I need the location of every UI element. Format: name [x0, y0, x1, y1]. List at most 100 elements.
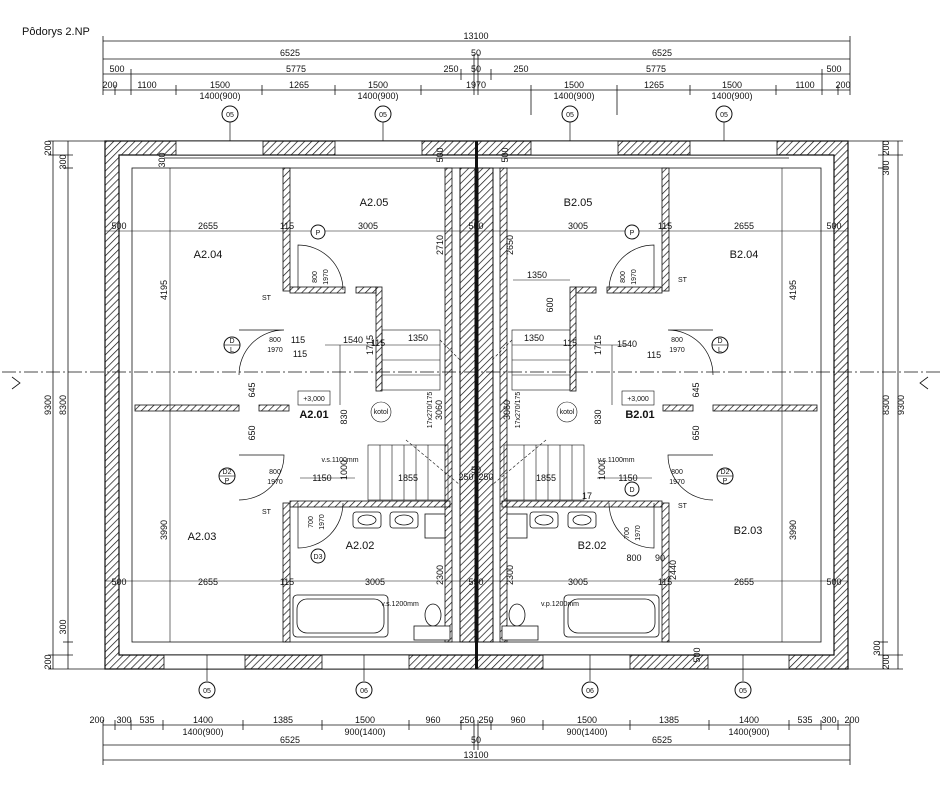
dim-top-r3-3: 50 — [471, 64, 481, 74]
window-dim-top-3: 1400(900) — [553, 91, 594, 101]
dim-right-8300: 8300 — [881, 395, 891, 415]
dim-top-r4-0: 200 — [102, 80, 117, 90]
dim-3060-b: 3060 — [502, 400, 512, 420]
dim-left-8300: 8300 — [58, 395, 68, 415]
dim-115-h: 115 — [647, 350, 661, 360]
door-dim-1970-c: 1970 — [319, 514, 326, 530]
dim-right-inner-300a: 300 — [881, 160, 891, 175]
window-marker-bottom-3: 06 — [586, 688, 594, 695]
dim-top-r4-2: 1500 — [210, 80, 230, 90]
dim-bot-3: 1400 — [193, 715, 213, 725]
dim-115-g: 115 — [563, 338, 577, 348]
room-a201: A2.01 — [299, 409, 328, 421]
window-markers-bottom: 05 06 06 05 — [198, 655, 752, 699]
dim-bot-5: 1500 — [355, 715, 375, 725]
dim-250-b: 250 — [478, 472, 493, 482]
window-sill-b: v.s.1100mm — [597, 457, 634, 464]
top-dimension-texts: 13100 6525 50 6525 500 5775 250 50 250 5… — [102, 31, 850, 101]
dim-550-b: 550 — [468, 577, 483, 587]
dim-500-a: 500 — [111, 221, 126, 231]
dim-115-i: 115 — [293, 349, 307, 359]
door-dim-1970-e: 1970 — [267, 347, 283, 354]
dim-bot-half-right: 6525 — [652, 735, 672, 745]
dim-bot-10: 1500 — [577, 715, 597, 725]
window-marker-bottom-1: 05 — [203, 688, 211, 695]
door-dim-1970-g: 1970 — [267, 479, 283, 486]
dim-550-a: 550 — [468, 221, 483, 231]
dim-bot-8: 250 — [478, 715, 493, 725]
st-mark-4: ST — [678, 503, 688, 510]
dim-2300-a: 2300 — [435, 565, 445, 585]
dim-bot-15: 200 — [844, 715, 859, 725]
bathroom-fixtures — [292, 511, 660, 641]
dim-bot-2: 535 — [139, 715, 154, 725]
window-dim-top-2: 1400(900) — [357, 91, 398, 101]
dim-bot-6: 960 — [425, 715, 440, 725]
dim-650-a: 650 — [247, 425, 257, 440]
room-b202: B2.02 — [578, 540, 607, 552]
dim-2655-c: 2655 — [198, 577, 218, 587]
door-dim-800-c: 800 — [269, 337, 281, 344]
dim-1350-a: 1350 — [408, 333, 428, 343]
dim-top-r4-10: 200 — [835, 80, 850, 90]
dim-300-tl: 300 — [157, 152, 167, 167]
room-labels: A2.05 A2.04 A2.01 A2.03 A2.02 B2.05 B2.0… — [188, 197, 763, 552]
dim-3990-a: 3990 — [159, 520, 169, 540]
dim-right-9300: 9300 — [896, 395, 906, 415]
dim-left-bottom-200: 200 — [43, 654, 53, 669]
dim-500-b: 500 — [826, 221, 841, 231]
annotations: +3,000 +3,000 kotol kotol 17x270/175 17x… — [262, 277, 688, 608]
dim-1350-c: 1350 — [527, 270, 547, 280]
dim-2650: 2650 — [505, 235, 515, 255]
dim-830-b: 830 — [593, 409, 603, 424]
dim-1855-a: 1855 — [398, 473, 418, 483]
door-dim-800-b: 800 — [620, 271, 627, 283]
dim-top-r3-6: 500 — [826, 64, 841, 74]
window-dim-bottom-2: 900(1400) — [344, 727, 385, 737]
dim-top-r4-8: 1500 — [722, 80, 742, 90]
bottom-dimension-lines — [102, 720, 851, 765]
boiler-a: kotol — [374, 409, 389, 416]
dim-115-d: 115 — [658, 577, 672, 587]
inner-dimension-texts: 500 2655 115 3005 550 3005 115 2655 500 … — [111, 147, 841, 662]
dim-left-9300: 9300 — [43, 395, 53, 415]
dim-top-r4-6: 1500 — [564, 80, 584, 90]
window-marker-top-4: 05 — [720, 112, 728, 119]
dim-1540-a: 1540 — [343, 335, 363, 345]
dim-bot-12: 1400 — [739, 715, 759, 725]
exterior-walls — [104, 140, 849, 670]
door-tag-d2-right-p: P — [723, 478, 728, 485]
door-tag-d2-left: D2 — [223, 469, 232, 476]
door-tag-b205: P — [630, 230, 635, 237]
dim-800: 800 — [626, 553, 641, 563]
dim-500-bottom: 500 — [692, 647, 702, 662]
dim-500-top-a: 500 — [435, 147, 445, 162]
dim-1350-b: 1350 — [524, 333, 544, 343]
dim-17: 17 — [582, 491, 592, 501]
dim-left-inner-300a: 300 — [58, 154, 68, 169]
dim-top-r4-9: 1100 — [795, 80, 814, 90]
dim-bot-4: 1385 — [273, 715, 293, 725]
dim-1855-b: 1855 — [536, 473, 556, 483]
window-marker-top-3: 05 — [566, 112, 574, 119]
dim-right-top-200: 200 — [881, 140, 891, 155]
dim-left-inner-300b: 300 — [58, 619, 68, 634]
door-dim-1970-b: 1970 — [631, 269, 638, 285]
bath-height-b: v.p.1200mm — [541, 601, 579, 608]
dim-right-bottom-200: 200 — [881, 654, 891, 669]
door-dim-1970-f: 1970 — [669, 347, 685, 354]
section-axis — [2, 371, 940, 390]
room-a203: A2.03 — [188, 531, 217, 543]
dim-top-r3-4: 250 — [513, 64, 528, 74]
dim-bot-13: 535 — [797, 715, 812, 725]
dim-1715-a: 1715 — [365, 335, 375, 355]
dim-bot-half-left: 6525 — [280, 735, 300, 745]
dim-50-stair: 50 — [471, 465, 481, 475]
dim-3060-a: 3060 — [434, 400, 444, 420]
stair-left — [367, 329, 461, 501]
dim-top-total: 13100 — [463, 31, 488, 41]
dim-2655-a: 2655 — [198, 221, 218, 231]
dim-115-f: 115 — [371, 338, 385, 348]
window-dim-top-4: 1400(900) — [711, 91, 752, 101]
